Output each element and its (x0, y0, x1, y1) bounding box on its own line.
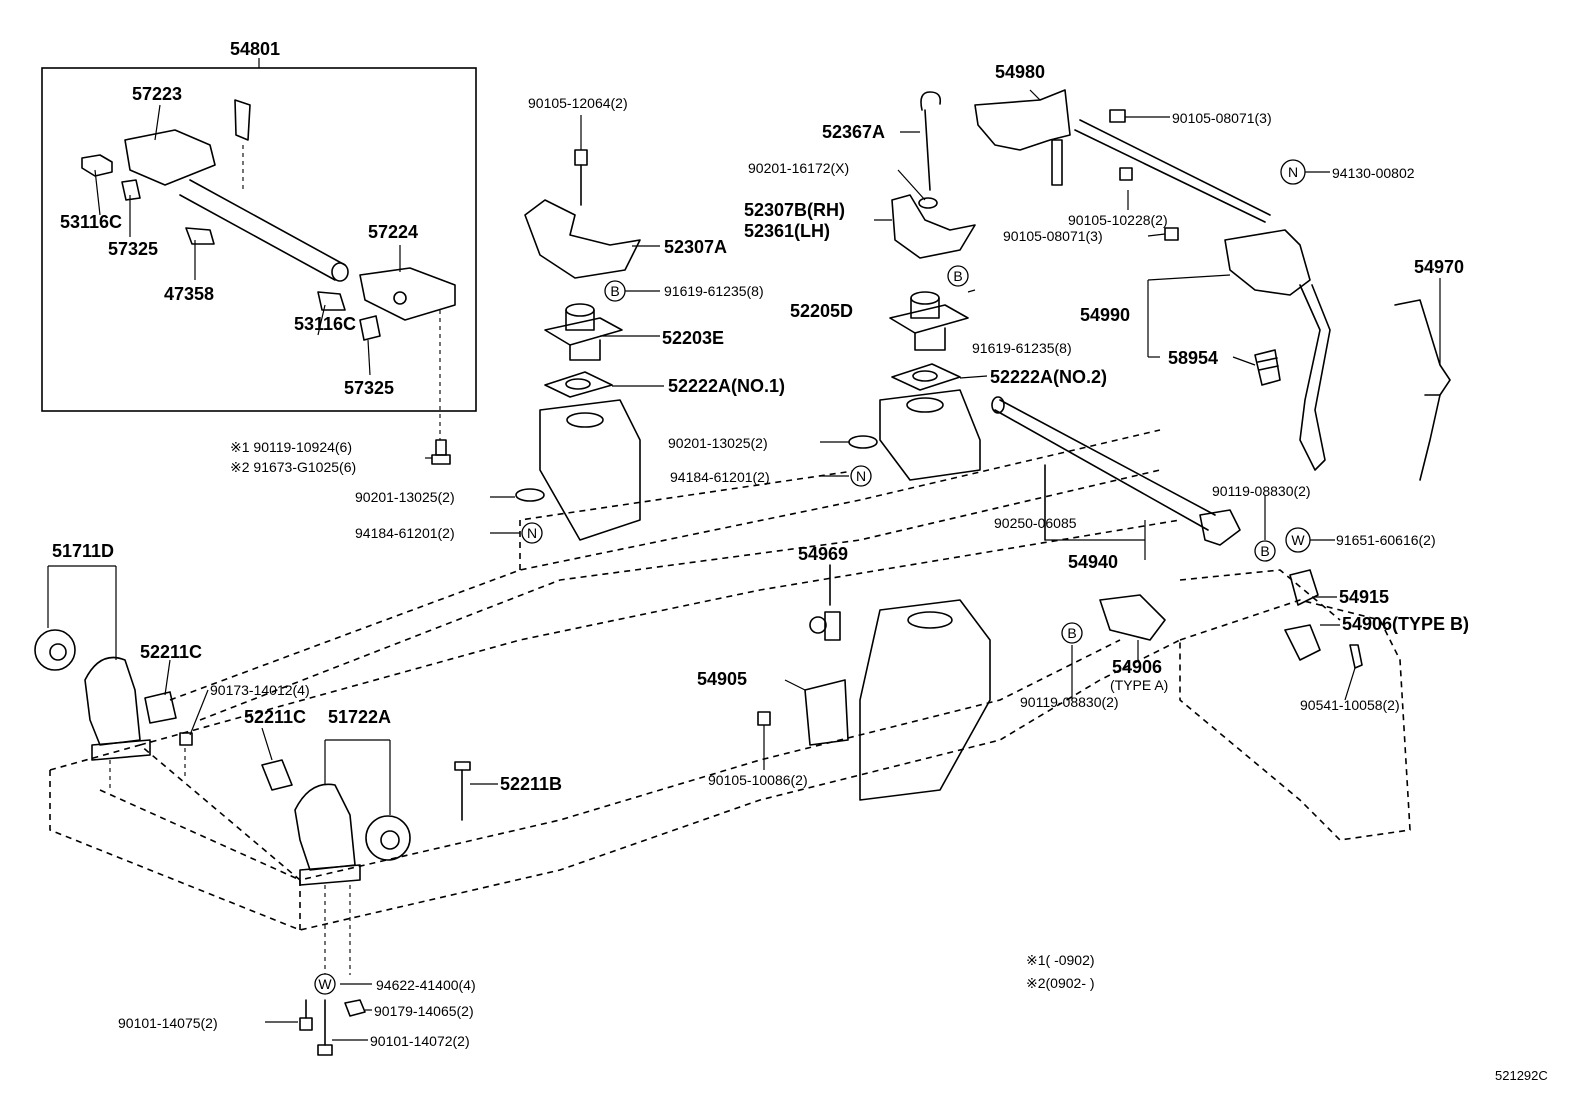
callout-53116c: 53116C (294, 314, 356, 334)
svg-text:B: B (610, 283, 619, 299)
callout-90101-14075: 90101-14075(2) (118, 1015, 218, 1031)
sensor-54969 (757, 564, 849, 746)
callout-47358: 47358 (164, 284, 214, 304)
lever-54970 (1394, 299, 1451, 481)
callout-90119-10924: ※1 90119-10924(6) (230, 439, 352, 455)
callout-90105-08071: 90105-08071(3) (1003, 228, 1103, 244)
callout-91619-61235: 91619-61235(8) (664, 283, 764, 299)
bottom-fasteners (299, 999, 366, 1056)
callout-90201-13025: 90201-13025(2) (355, 489, 455, 505)
mount-left (515, 149, 641, 502)
badge-w-icon: W (1285, 527, 1311, 553)
svg-text:N: N (856, 468, 866, 484)
chassis-frame (49, 389, 1411, 931)
callout-52367a: 52367A (822, 122, 885, 142)
callout-91619-61235: 91619-61235(8) (972, 340, 1072, 356)
callout-90105-12064: 90105-12064(2) (528, 95, 628, 111)
callout-54905: 54905 (697, 669, 747, 689)
callout-51722a: 51722A (328, 707, 391, 727)
callout-52203e: 52203E (662, 328, 724, 348)
callout-52361: 52361(LH) (744, 221, 830, 241)
callout-91673-g1025: ※2 91673-G1025(6) (230, 459, 356, 475)
badge-n-icon: N (1280, 159, 1306, 185)
callout-90250-06085: 90250-06085 (994, 515, 1077, 531)
footnote-2: ※2(0902- ) (1026, 975, 1095, 991)
callout-52307a: 52307A (664, 237, 727, 257)
leader-lines (47, 89, 1441, 1041)
callout-90105-08071: 90105-08071(3) (1172, 110, 1272, 126)
callout-54940: 54940 (1068, 552, 1118, 572)
callout-51711d: 51711D (52, 541, 114, 561)
callout-54980: 54980 (995, 62, 1045, 82)
svg-text:B: B (1067, 625, 1076, 641)
callout-90201-16172: 90201-16172(X) (748, 160, 849, 176)
callout-94622-41400: 94622-41400(4) (376, 977, 476, 993)
callout-54915: 54915 (1339, 587, 1389, 607)
callout-90105-10086: 90105-10086(2) (708, 772, 808, 788)
callout-90201-13025: 90201-13025(2) (668, 435, 768, 451)
callout-94130-00802: 94130-00802 (1332, 165, 1415, 181)
badge-group: B B N N N B W B W (314, 159, 1311, 995)
callout-54969: 54969 (798, 544, 848, 564)
svg-text:N: N (527, 525, 537, 541)
badge-b-icon: B (1061, 622, 1083, 644)
svg-text:W: W (1291, 532, 1305, 548)
svg-text:B: B (953, 268, 962, 284)
callout-52307b: 52307B(RH) (744, 200, 845, 220)
bushing-group-rear (261, 759, 471, 975)
badge-b-icon: B (1254, 540, 1276, 562)
spring-58954 (1254, 349, 1281, 386)
badge-b-icon: B (604, 280, 626, 302)
bolt-90119-10924 (431, 439, 451, 465)
svg-text:W: W (318, 976, 332, 992)
callout-52211b: 52211B (500, 774, 562, 794)
callout-54906-type-a: 54906 (1112, 657, 1162, 677)
footnote-1: ※1( -0902) (1026, 952, 1095, 968)
callout-90105-10228: 90105-10228(2) (1068, 212, 1168, 228)
callout-57223: 57223 (132, 84, 182, 104)
kit-54801-box (41, 58, 477, 440)
callout-90119-08830: 90119-08830(2) (1212, 483, 1311, 499)
callout-52211c: 52211C (140, 642, 202, 662)
badge-b-icon: B (947, 265, 969, 287)
badge-w-icon: W (314, 973, 336, 995)
badge-n-icon: N (521, 522, 543, 544)
callout-94184-61201: 94184-61201(2) (355, 525, 455, 541)
svg-text:B: B (1260, 543, 1269, 559)
callout-94184-61201: 94184-61201(2) (670, 469, 770, 485)
tube-54940 (991, 396, 1241, 546)
carrier-54990 (1164, 227, 1331, 471)
callout-53116c: 53116C (60, 212, 122, 232)
callout-54970: 54970 (1414, 257, 1464, 277)
diagram-code: 521292C (1495, 1068, 1548, 1083)
hanger-54915 (1099, 569, 1363, 669)
callout-54906-type-a-label: (TYPE A) (1110, 677, 1168, 693)
callout-57325: 57325 (344, 378, 394, 398)
callout-52205d: 52205D (790, 301, 853, 321)
callout-57224: 57224 (368, 222, 418, 242)
callout-90173-14012: 90173-14012(4) (210, 682, 310, 698)
callout-90119-08830: 90119-08830(2) (1020, 694, 1119, 710)
callout-90101-14072: 90101-14072(2) (370, 1033, 470, 1049)
badge-n-icon: N (850, 465, 872, 487)
svg-text:N: N (1288, 164, 1298, 180)
carrier-54980 (974, 89, 1271, 223)
callout-labels: 54801 57223 53116C 57325 47358 57224 531… (52, 39, 1548, 1083)
callout-58954: 58954 (1168, 348, 1218, 368)
callout-54801: 54801 (230, 39, 280, 59)
callout-90541-10058: 90541-10058(2) (1300, 697, 1400, 713)
callout-54906-type-b: 54906(TYPE B) (1342, 614, 1469, 634)
callout-57325: 57325 (108, 239, 158, 259)
callout-91651-60616: 91651-60616(2) (1336, 532, 1436, 548)
callout-52211c: 52211C (244, 707, 306, 727)
bushing-group-front (34, 629, 193, 790)
callout-54990: 54990 (1080, 305, 1130, 325)
callout-52222a-no1: 52222A(NO.1) (668, 376, 785, 396)
callout-52222a-no2: 52222A(NO.2) (990, 367, 1107, 387)
callout-90179-14065: 90179-14065(2) (374, 1003, 474, 1019)
